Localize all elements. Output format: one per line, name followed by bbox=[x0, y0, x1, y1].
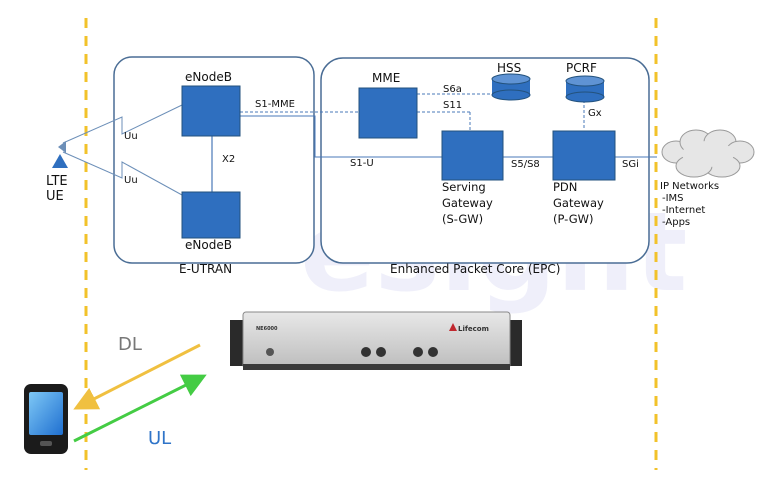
pdn-gateway-line-3: (P-GW) bbox=[553, 212, 594, 227]
ip-networks-item-internet: -Internet bbox=[662, 205, 705, 216]
epc-region-label: Enhanced Packet Core (EPC) bbox=[390, 263, 560, 276]
enodeb-bottom-box bbox=[182, 192, 240, 238]
s1-mme-label: S1-MME bbox=[255, 99, 295, 110]
ip-networks-item-ims: -IMS bbox=[662, 193, 684, 204]
enodeb-top-label: eNodeB bbox=[185, 71, 232, 84]
mme-label: MME bbox=[372, 72, 400, 85]
serving-gateway-box bbox=[442, 131, 503, 180]
pdn-gateway-line-2: Gateway bbox=[553, 196, 604, 211]
pdn-gateway-box bbox=[553, 131, 615, 180]
ul-label: UL bbox=[148, 429, 171, 449]
hss-label: HSS bbox=[497, 62, 521, 75]
device-body bbox=[243, 312, 510, 368]
ip-networks-title: IP Networks bbox=[660, 181, 719, 192]
lte-ue-antenna-icon bbox=[52, 154, 68, 168]
pcrf-label: PCRF bbox=[566, 62, 597, 75]
device-base bbox=[243, 364, 510, 370]
enodeb-top-box bbox=[182, 86, 240, 136]
serving-gateway-line-2: Gateway bbox=[442, 196, 493, 211]
enodeb-bottom-label: eNodeB bbox=[185, 239, 232, 252]
ip-networks-cloud-icon bbox=[662, 130, 754, 177]
gx-label: Gx bbox=[588, 108, 602, 119]
device-model-label: NE6000 bbox=[256, 326, 278, 332]
x2-label: X2 bbox=[222, 154, 235, 165]
eutran-region-label: E-UTRAN bbox=[179, 263, 232, 276]
sgi-label: SGi bbox=[622, 159, 639, 170]
dl-label: DL bbox=[118, 335, 142, 355]
lte-ue-label: LTE UE bbox=[46, 174, 68, 204]
ul-arrow bbox=[74, 380, 196, 441]
s6a-label: S6a bbox=[443, 84, 462, 95]
hss-database-icon bbox=[492, 74, 530, 100]
s1-u-label: S1-U bbox=[350, 158, 374, 169]
device-port-4 bbox=[428, 347, 438, 357]
device-port-0 bbox=[266, 348, 274, 356]
uu-arrow-icon bbox=[58, 141, 66, 153]
device-brand-label: Lifecom bbox=[458, 325, 489, 333]
ip-networks-item-apps: -Apps bbox=[662, 217, 690, 228]
serving-gateway-line-1: Serving bbox=[442, 180, 486, 195]
pcrf-database-icon bbox=[566, 76, 604, 102]
mobile-phone-icon bbox=[24, 384, 68, 454]
device-port-1 bbox=[361, 347, 371, 357]
dl-arrow bbox=[84, 345, 200, 404]
serving-gateway-line-3: (S-GW) bbox=[442, 212, 483, 227]
device-port-3 bbox=[413, 347, 423, 357]
uu-bottom-label: Uu bbox=[124, 175, 138, 186]
device-port-2 bbox=[376, 347, 386, 357]
s5-s8-label: S5/S8 bbox=[511, 159, 540, 170]
ne6000-device: NE6000 Lifecom bbox=[230, 312, 522, 370]
pdn-gateway-line-1: PDN bbox=[553, 180, 577, 195]
mme-box bbox=[359, 88, 417, 138]
uu-top-label: Uu bbox=[124, 131, 138, 142]
s11-label: S11 bbox=[443, 100, 462, 111]
